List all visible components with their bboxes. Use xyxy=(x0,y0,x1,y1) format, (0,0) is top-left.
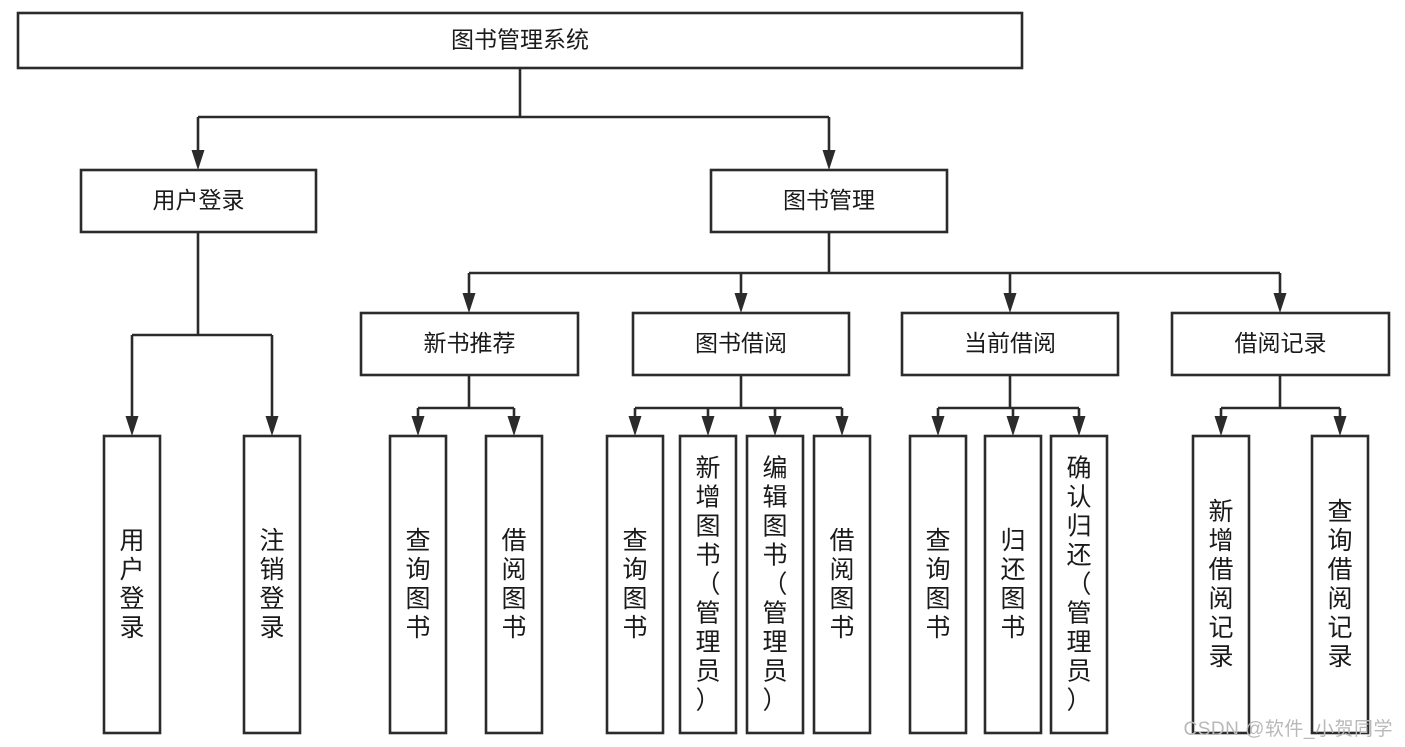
node-box-current-borrow xyxy=(900,311,1120,377)
node-root[interactable]: 图书管理系统 xyxy=(16,11,1024,70)
node-book-manage[interactable]: 图书管理 xyxy=(709,168,949,234)
node-box-root xyxy=(16,11,1024,70)
node-label-leaf-query-book-rec: 查询图书 xyxy=(405,527,430,642)
connector-book-manage-split xyxy=(462,232,1287,313)
node-label-leaf-edit-book: 编辑图书（管理员） xyxy=(762,455,787,715)
connectors-layer xyxy=(125,68,1347,436)
node-borrow-record[interactable]: 借阅记录 xyxy=(1170,311,1391,377)
node-new-book-rec[interactable]: 新书推荐 xyxy=(359,311,580,377)
connector-current-borrow-split xyxy=(931,375,1086,436)
node-box-leaf-borrow-book-bb xyxy=(812,434,872,735)
node-box-leaf-query-book-rec xyxy=(388,434,448,735)
node-label-user-login: 用户登录 xyxy=(153,187,245,213)
node-label-leaf-user-logout: 注销登录 xyxy=(259,527,284,642)
node-label-leaf-add-record: 新增借阅记录 xyxy=(1208,498,1233,671)
node-box-leaf-confirm-return xyxy=(1049,434,1109,735)
node-label-leaf-borrow-book-rec: 借阅图书 xyxy=(501,527,526,642)
node-leaf-edit-book[interactable]: 编辑图书（管理员） xyxy=(745,434,805,735)
node-box-leaf-query-record xyxy=(1310,434,1370,735)
node-box-leaf-query-book-bb xyxy=(605,434,665,735)
node-box-leaf-add-record xyxy=(1191,434,1251,735)
node-label-book-manage: 图书管理 xyxy=(783,187,875,213)
node-leaf-borrow-book-bb[interactable]: 借阅图书 xyxy=(812,434,872,735)
node-label-leaf-confirm-return: 确认归还（管理员） xyxy=(1066,455,1091,715)
watermark-text: CSDN @软件_小贺同学 xyxy=(1183,719,1393,740)
node-book-borrow[interactable]: 图书借阅 xyxy=(631,311,851,377)
node-box-leaf-return-book xyxy=(983,434,1043,735)
node-label-new-book-rec: 新书推荐 xyxy=(424,330,516,356)
node-label-leaf-query-record: 查询借阅记录 xyxy=(1327,498,1352,671)
node-leaf-borrow-book-rec[interactable]: 借阅图书 xyxy=(484,434,544,735)
node-box-leaf-borrow-book-rec xyxy=(484,434,544,735)
node-label-borrow-record: 借阅记录 xyxy=(1235,330,1327,356)
node-leaf-query-record[interactable]: 查询借阅记录 xyxy=(1310,434,1370,735)
node-box-book-borrow xyxy=(631,311,851,377)
node-label-leaf-borrow-book-bb: 借阅图书 xyxy=(829,527,854,642)
node-box-leaf-edit-book xyxy=(745,434,805,735)
node-leaf-query-book-bb[interactable]: 查询图书 xyxy=(605,434,665,735)
nodes-layer: 图书管理系统用户登录图书管理新书推荐图书借阅当前借阅借阅记录用户登录注销登录查询… xyxy=(16,11,1391,735)
node-leaf-query-book-rec[interactable]: 查询图书 xyxy=(388,434,448,735)
connector-new-book-rec-split xyxy=(411,375,521,436)
node-label-leaf-return-book: 归还图书 xyxy=(1000,527,1025,642)
node-label-book-borrow: 图书借阅 xyxy=(695,330,787,356)
node-label-leaf-add-book: 新增图书（管理员） xyxy=(695,455,720,715)
node-label-root: 图书管理系统 xyxy=(451,27,589,53)
node-leaf-add-record[interactable]: 新增借阅记录 xyxy=(1191,434,1251,735)
node-box-leaf-add-book xyxy=(678,434,738,735)
node-leaf-confirm-return[interactable]: 确认归还（管理员） xyxy=(1049,434,1109,735)
node-leaf-return-book[interactable]: 归还图书 xyxy=(983,434,1043,735)
node-box-new-book-rec xyxy=(359,311,580,377)
node-label-current-borrow: 当前借阅 xyxy=(964,330,1056,356)
node-leaf-add-book[interactable]: 新增图书（管理员） xyxy=(678,434,738,735)
node-box-leaf-user-logout xyxy=(242,434,302,735)
node-label-leaf-query-book-cb: 查询图书 xyxy=(925,527,950,642)
node-label-leaf-query-book-bb: 查询图书 xyxy=(622,527,647,642)
node-user-login[interactable]: 用户登录 xyxy=(79,168,318,234)
node-leaf-user-logout[interactable]: 注销登录 xyxy=(242,434,302,735)
connector-root-split xyxy=(191,68,836,170)
node-leaf-query-book-cb[interactable]: 查询图书 xyxy=(908,434,968,735)
node-label-leaf-user-login: 用户登录 xyxy=(119,527,144,642)
connector-book-borrow-split xyxy=(628,375,849,436)
node-box-leaf-user-login xyxy=(102,434,162,735)
node-box-user-login xyxy=(79,168,318,234)
node-leaf-user-login[interactable]: 用户登录 xyxy=(102,434,162,735)
node-current-borrow[interactable]: 当前借阅 xyxy=(900,311,1120,377)
connector-user-login-split xyxy=(125,232,279,436)
node-box-leaf-query-book-cb xyxy=(908,434,968,735)
node-box-borrow-record xyxy=(1170,311,1391,377)
connector-borrow-record-split xyxy=(1214,375,1347,436)
node-box-book-manage xyxy=(709,168,949,234)
